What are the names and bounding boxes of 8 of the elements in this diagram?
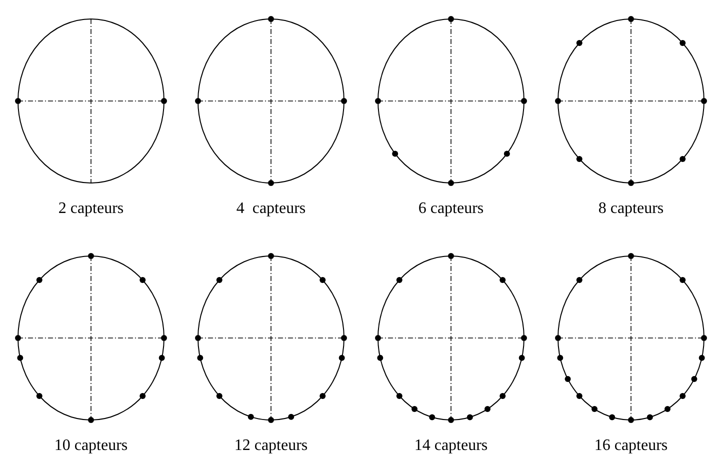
node-label: 6 capteurs [418,200,484,218]
node-label: 4 capteurs [236,200,306,218]
node-label: 12 capteurs [234,437,308,455]
node-label: 14 capteurs [414,437,488,455]
node-label: 10 capteurs [54,437,128,455]
node-label: 2 capteurs [58,200,124,218]
node-label: 8 capteurs [598,200,664,218]
node-label: 16 capteurs [594,437,668,455]
